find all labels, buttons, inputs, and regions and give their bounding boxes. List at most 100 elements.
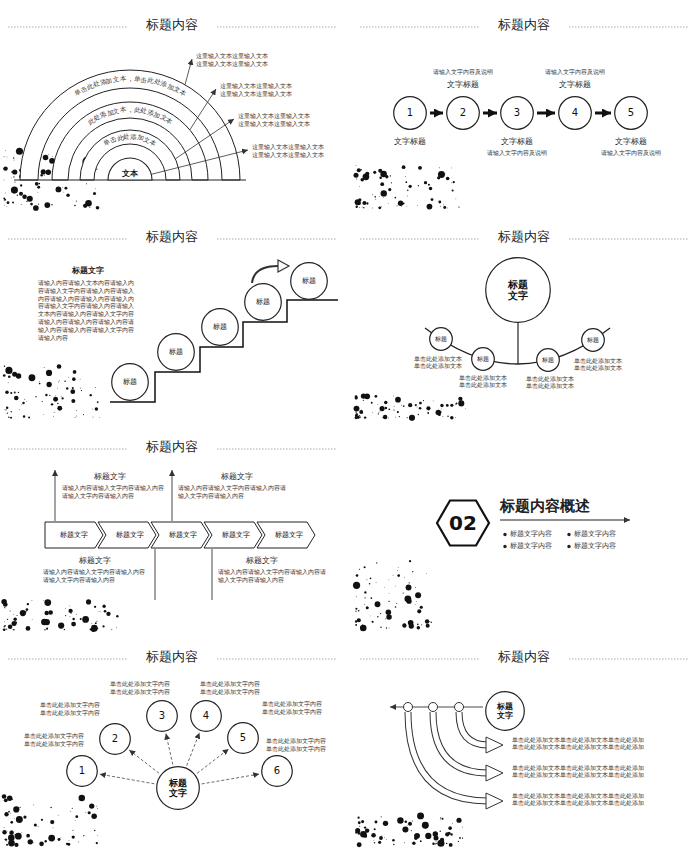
ink-dot xyxy=(45,840,47,842)
body-text: 这里输入文本这里输入文本 这里输入文本这里输入文本 xyxy=(252,143,334,159)
ink-dot xyxy=(75,815,78,818)
ink-dot xyxy=(366,606,369,609)
chevron-box: 标题文字 xyxy=(151,522,209,548)
ink-dot xyxy=(419,407,422,410)
ink-dot xyxy=(357,817,359,819)
circle-outline xyxy=(147,701,178,732)
step-circle: 3 xyxy=(500,96,534,130)
ink-dot xyxy=(67,843,70,846)
ink-dot xyxy=(355,596,357,598)
ink-dot xyxy=(361,393,366,398)
ink-dot xyxy=(66,387,68,389)
ink-dot xyxy=(13,629,14,630)
step-circle: 5 xyxy=(227,722,259,754)
ink-dot xyxy=(61,187,63,189)
node-text: 标题 文字 xyxy=(495,702,516,720)
dotted-rule xyxy=(360,27,479,28)
ink-dot xyxy=(358,610,360,612)
caption-text: 标题文字 xyxy=(232,556,292,566)
ink-dot xyxy=(27,603,29,605)
node-text: 标题 xyxy=(477,356,489,363)
dashed-arrow xyxy=(166,734,173,765)
ink-dot xyxy=(3,374,6,377)
ink-dot xyxy=(96,834,98,836)
ink-dot xyxy=(405,176,407,178)
ink-dot xyxy=(402,827,408,833)
ink-dot xyxy=(68,840,70,842)
ink-dot xyxy=(94,830,96,832)
ink-dot xyxy=(406,825,408,827)
chevron-box: 标题文字 xyxy=(204,522,262,548)
arc-char: ， xyxy=(127,76,134,83)
ink-dot xyxy=(436,410,442,416)
dashed-arrow xyxy=(202,774,260,784)
ink-dot xyxy=(22,194,27,199)
callout-line xyxy=(155,549,156,600)
ink-dot xyxy=(9,830,13,834)
node-text: 文本 xyxy=(122,169,138,178)
ink-dot xyxy=(418,414,419,415)
ring-group xyxy=(20,70,240,180)
ink-dot xyxy=(431,198,434,201)
ink-dot xyxy=(428,184,430,186)
dashed-arrow xyxy=(197,749,229,773)
ink-dot xyxy=(383,415,387,419)
ink-dot xyxy=(8,811,10,813)
ink-dot xyxy=(48,385,50,387)
ink-dot xyxy=(95,622,97,624)
arc-char: 此 xyxy=(133,107,140,114)
ink-dot xyxy=(362,201,366,205)
ink-dot xyxy=(397,817,403,823)
ink-dot xyxy=(28,839,33,844)
ink-dot xyxy=(420,840,422,842)
dotted-rule xyxy=(360,659,479,660)
ink-dot xyxy=(58,380,60,382)
ink-dot xyxy=(372,621,374,623)
ink-dot xyxy=(462,838,463,839)
ink-dot xyxy=(78,841,80,843)
ink-dot xyxy=(455,198,457,200)
ink-dot xyxy=(359,410,363,414)
stem-line xyxy=(517,323,518,364)
ink-dot xyxy=(360,416,361,417)
circle-outline xyxy=(245,284,282,321)
node-text: 3 xyxy=(514,107,520,119)
ink-dot xyxy=(16,816,23,823)
circle-outline xyxy=(291,263,328,300)
body-text: 单击此处添加文字内容 单击此处添加文字内容 xyxy=(266,737,340,753)
ink-dot xyxy=(53,397,58,402)
ink-dot xyxy=(89,803,94,808)
ink-dot xyxy=(44,619,50,625)
ink-dot xyxy=(376,562,377,563)
ink-dot xyxy=(61,397,63,399)
ink-dot xyxy=(96,169,97,170)
ink-dot xyxy=(53,412,55,414)
caption-text: 单击此处添加文本 单击此处添加文本 xyxy=(522,376,578,390)
ink-dot xyxy=(363,207,364,208)
ink-dot xyxy=(74,205,76,207)
leader-line xyxy=(175,119,234,159)
ink-dot xyxy=(8,375,11,378)
ink-dot xyxy=(22,402,24,404)
node-text: 标题 xyxy=(213,323,227,331)
ink-dot xyxy=(68,609,72,613)
curved-arrow-head xyxy=(278,260,289,272)
ink-dot xyxy=(14,843,18,847)
ink-dot xyxy=(399,416,400,417)
ink-dot xyxy=(42,401,43,402)
ink-dot xyxy=(14,181,15,182)
ink-dot xyxy=(57,403,58,404)
ink-dot xyxy=(52,156,54,158)
ink-dot xyxy=(423,400,424,401)
ink-dot xyxy=(3,156,5,158)
ink-dot xyxy=(380,627,381,628)
node-text: 5 xyxy=(628,107,634,119)
ink-dot xyxy=(366,202,368,204)
ink-dot xyxy=(71,399,75,403)
ink-dot xyxy=(102,625,104,627)
ink-dot xyxy=(355,620,357,622)
ink-dot xyxy=(68,376,70,378)
ink-dot xyxy=(446,177,450,181)
ink-dot xyxy=(402,165,406,169)
ink-dot xyxy=(380,406,385,411)
